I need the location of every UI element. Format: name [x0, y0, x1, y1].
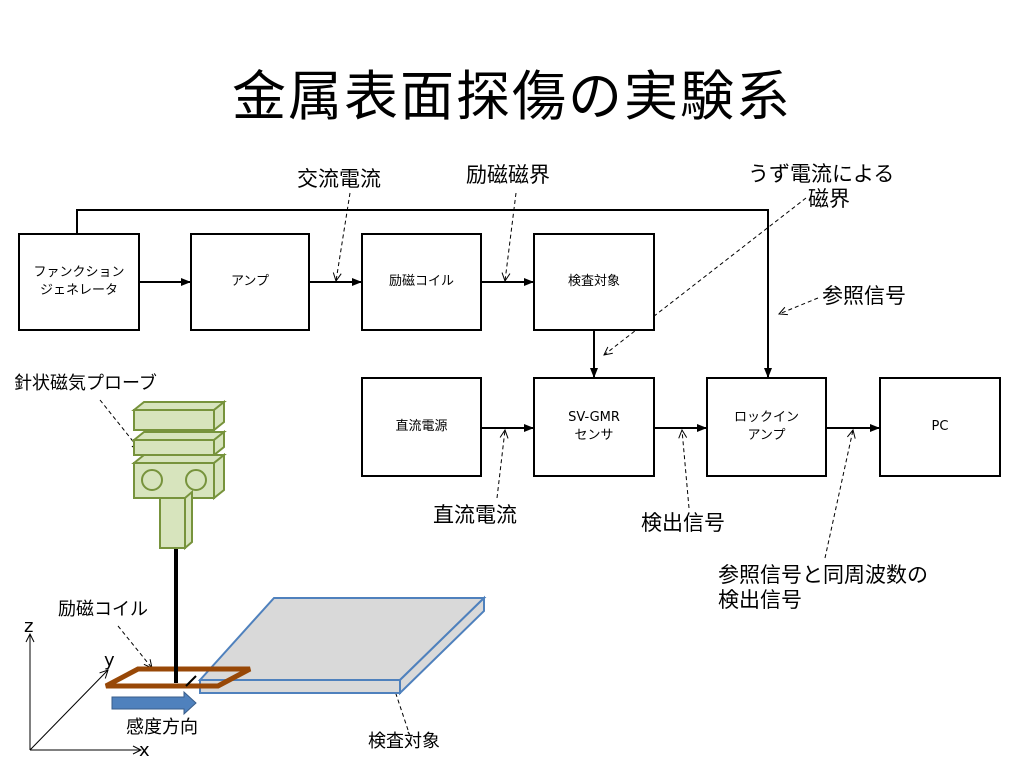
page-title: 金属表面探傷の実験系 — [232, 65, 792, 128]
y-axis-label: y — [104, 650, 115, 671]
dc-current-pointer — [496, 430, 505, 499]
same-freq-label-2: 検出信号 — [718, 588, 802, 612]
detection-signal-pointer — [682, 430, 690, 509]
sensitivity-direction-arrow — [111, 690, 197, 716]
eddy-field-label-1: うず電流による — [748, 162, 895, 186]
excitation-field-pointer — [505, 192, 517, 281]
reference-signal-label: 参照信号 — [822, 284, 906, 308]
probe-pointer — [99, 399, 140, 450]
ac-current-pointer — [336, 192, 351, 281]
ac-current-label: 交流電流 — [297, 167, 381, 191]
same-freq-pointer — [824, 430, 853, 559]
coordinate-axes — [30, 634, 141, 750]
lockin-amp-block: ロックインアンプ — [706, 377, 827, 477]
eddy-field-label-2: 磁界 — [808, 187, 850, 211]
excitation-field-label: 励磁磁界 — [466, 163, 550, 187]
amp-block: アンプ — [190, 233, 310, 331]
excitation-coil-frame — [104, 666, 252, 689]
test-object-plate-label: 検査対象 — [368, 731, 440, 752]
dc-source-block: 直流電源 — [361, 377, 482, 477]
z-axis-label: z — [24, 616, 34, 637]
coil-pointer — [117, 625, 152, 668]
x-axis-label: x — [139, 740, 150, 761]
probe-tip-arrow — [185, 675, 197, 687]
probe-head — [131, 399, 227, 551]
test-object-block: 検査対象 — [533, 233, 655, 331]
pc-block: PC — [879, 377, 1001, 477]
test-object-plate — [197, 595, 487, 696]
function-generator-block: ファンクションジェネレータ — [18, 233, 140, 331]
sensitivity-direction-label: 感度方向 — [126, 717, 198, 738]
same-freq-label-1: 参照信号と同周波数の — [718, 563, 928, 587]
probe-label: 針状磁気プローブ — [14, 373, 157, 394]
coil-label: 励磁コイル — [58, 599, 148, 620]
detection-signal-label: 検出信号 — [641, 511, 725, 535]
reference-signal-pointer — [779, 297, 819, 314]
dc-current-label: 直流電流 — [433, 503, 517, 527]
reference-line — [76, 209, 772, 378]
excitation-coil-block: 励磁コイル — [361, 233, 482, 331]
